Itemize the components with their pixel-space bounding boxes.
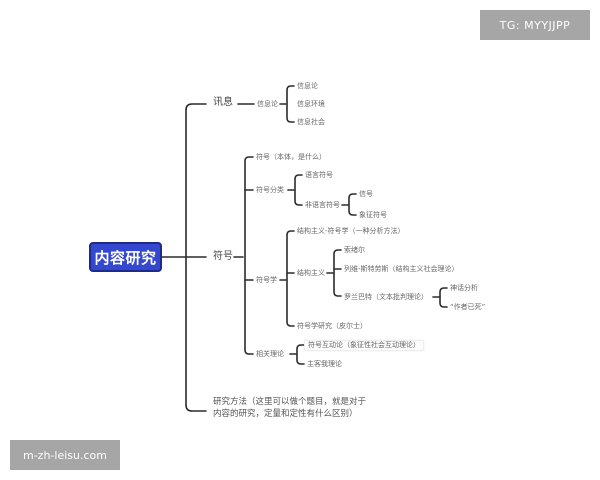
node-xinxilun[interactable]: 信息论 <box>257 100 278 108</box>
leaf-xinhao[interactable]: 信号 <box>359 190 373 198</box>
node-fuhao-fenlei[interactable]: 符号分类 <box>256 186 284 194</box>
leaf-xinxishehui[interactable]: 信息社会 <box>297 118 325 126</box>
node-luolanbate[interactable]: 罗兰巴特（文本批判理论） <box>344 293 428 301</box>
root-node[interactable]: 内容研究 <box>89 242 162 272</box>
leaf-xiangzheng-fuhao[interactable]: 象征符号 <box>359 211 387 219</box>
watermark-top-right: TG: MYYJJPP <box>480 10 590 40</box>
leaf-zhukewo-lilun[interactable]: 主客我理论 <box>307 360 342 368</box>
node-peirce[interactable]: 符号学研究（皮尔士） <box>297 322 367 330</box>
watermark-bottom-text: m-zh-leisu.com <box>23 448 107 462</box>
leaf-liewei[interactable]: 列维-斯特劳斯（结构主义社会理论） <box>344 265 459 273</box>
leaf-zuozhe-yisi[interactable]: “作者已死” <box>450 303 486 311</box>
leaf-shenhua-fenxi[interactable]: 神话分析 <box>450 284 478 292</box>
watermark-top-text: TG: MYYJJPP <box>499 18 571 32</box>
node-jiegou-fuhaoxue[interactable]: 结构主义-符号学（一种分析方法） <box>297 227 405 235</box>
leaf-xinxilun[interactable]: 信息论 <box>297 82 318 90</box>
node-feiyuyan-fuhao[interactable]: 非语言符号 <box>305 201 340 209</box>
leaf-xinxihuanjing[interactable]: 信息环境 <box>297 100 325 108</box>
node-xunxi[interactable]: 讯息 <box>213 97 233 108</box>
node-jiegouzhuyi[interactable]: 结构主义 <box>297 269 325 277</box>
node-fuhaoxue[interactable]: 符号学 <box>256 276 277 284</box>
watermark-bottom-left: m-zh-leisu.com <box>10 440 120 470</box>
leaf-suoxuer[interactable]: 索绪尔 <box>344 246 365 254</box>
node-yanjiu-fangfa[interactable]: 研究方法（这里可以做个题目，就是对于内容的研究，定量和定性有什么区别） <box>213 397 367 419</box>
node-xiangguan-lilun[interactable]: 相关理论 <box>256 350 284 358</box>
node-fuhao[interactable]: 符号 <box>213 251 233 262</box>
node-yuyan-fuhao[interactable]: 语言符号 <box>305 171 333 179</box>
node-fuhao-benti[interactable]: 符号（本体，是什么） <box>256 153 326 161</box>
leaf-fuhao-hudonglun[interactable]: 符号互动论（象征性社会互动理论） <box>304 340 424 351</box>
root-label: 内容研究 <box>94 248 157 267</box>
